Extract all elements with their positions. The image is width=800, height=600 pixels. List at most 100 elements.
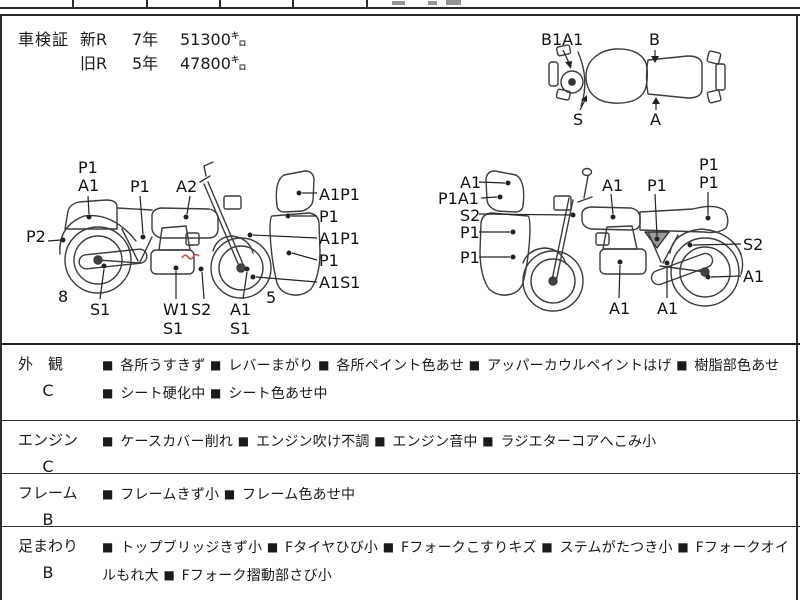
clipped-text-fragment	[428, 1, 437, 5]
bullet-icon: ■	[102, 434, 114, 448]
bullet-icon: ■	[382, 540, 395, 554]
part-code-label: P1	[460, 248, 480, 267]
inspection-cert-row-old: 旧R 5年 47800㌔	[78, 52, 247, 76]
odometer-value: 47800㌔	[180, 54, 247, 73]
part-code-label: S1	[90, 300, 111, 319]
part-code-label: 8	[58, 287, 69, 306]
inspection-cert-row-new: 新R 7年 51300㌔	[78, 28, 247, 52]
part-code-label: P1	[130, 177, 150, 196]
section-label: フレーム B	[0, 474, 100, 529]
part-code-label: S1	[230, 319, 251, 338]
topview-bike	[548, 44, 726, 107]
part-code-label: A1	[609, 299, 631, 318]
left-bike-point-dots	[60, 190, 302, 280]
part-code-label: A1	[602, 176, 624, 195]
bullet-icon: ■	[102, 540, 114, 554]
year-value: 7年	[132, 30, 159, 49]
bullet-icon: ■	[266, 540, 279, 554]
part-code-label: 5	[266, 288, 277, 307]
section-engine: エンジン C ■ ケースカバー削れ ■ エンジン吹け不調 ■ エンジン音中 ■ …	[0, 421, 800, 476]
section-item-list: ■ フレームきず小 ■ フレーム色あせ中	[102, 487, 356, 503]
top-table-divider	[72, 0, 74, 7]
part-code-label: B1A1	[541, 30, 584, 49]
section-name: 外 観	[18, 355, 64, 373]
topview-leader-lines	[562, 49, 657, 111]
part-code-label: S1	[163, 319, 184, 338]
section-exterior: 外 観 C ■ 各所うすきず ■ レバーまがり ■ 各所ペイント色あせ ■ アッ…	[0, 345, 800, 421]
top-table-divider	[292, 0, 294, 7]
era-value: 旧R	[80, 54, 108, 73]
section-name: 足まわり	[18, 537, 79, 555]
inspection-cert-label: 車検証	[18, 30, 70, 49]
section-item-list: ■ トップブリッジきず小 ■ Fタイヤひび小 ■ Fフォークこすりキズ ■ ステ…	[102, 540, 790, 584]
part-code-label: P1A1	[438, 189, 479, 208]
part-code-label: S2	[191, 300, 212, 319]
year-value: 5年	[132, 54, 159, 73]
part-code-label: A1	[743, 267, 765, 286]
part-code-label: A1	[230, 300, 252, 319]
right-bike	[479, 167, 744, 312]
section-frame: フレーム B ■ フレームきず小 ■ フレーム色あせ中	[0, 474, 800, 529]
left-bike-leader-lines	[47, 192, 318, 300]
topview-arrowheads	[565, 56, 660, 104]
bullet-icon: ■	[676, 358, 688, 372]
section-label: エンジン C	[0, 421, 100, 476]
part-code-label: A1	[460, 173, 482, 192]
part-code-label: A1	[657, 299, 679, 318]
bullet-icon: ■	[102, 386, 114, 400]
bullet-icon: ■	[237, 434, 250, 448]
clipped-text-fragment	[392, 1, 405, 5]
part-code-label: A2	[176, 177, 198, 196]
main-box-top-border	[0, 14, 800, 16]
top-table-divider	[219, 0, 221, 7]
section-item-list: ■ 各所うすきず ■ レバーまがり ■ 各所ペイント色あせ ■ アッパーカウルペ…	[102, 358, 780, 402]
section-label: 足まわり B	[0, 527, 100, 600]
bullet-icon: ■	[210, 358, 222, 372]
bullet-icon: ■	[102, 487, 114, 501]
part-code-label: W1	[163, 300, 189, 319]
left-bike	[59, 161, 321, 299]
part-code-label: P1	[647, 176, 667, 195]
section-grade: C	[42, 381, 54, 400]
inspection-cert-rows: 新R 7年 51300㌔ 旧R 5年 47800㌔	[78, 28, 247, 76]
bullet-icon: ■	[468, 358, 481, 372]
part-code-label: S2	[743, 235, 764, 254]
part-code-label: A1	[78, 176, 100, 195]
bullet-icon: ■	[102, 358, 114, 372]
part-code-label: S2	[460, 206, 481, 225]
bullet-icon: ■	[541, 540, 553, 554]
part-code-label: P1	[319, 207, 339, 226]
section-grade: C	[42, 457, 54, 476]
main-box-left-border	[0, 14, 2, 600]
bullet-icon: ■	[677, 540, 689, 554]
part-code-label: A1P1	[319, 229, 360, 248]
section-name: フレーム	[18, 484, 78, 502]
clipped-text-fragment	[446, 0, 461, 5]
part-code-label: P1	[78, 158, 98, 177]
part-code-label: A1P1	[319, 185, 360, 204]
part-code-label: P1	[699, 173, 719, 192]
part-code-label: B	[649, 30, 660, 49]
inspection-cert-block: 車検証 新R 7年 51300㌔ 旧R 5年 47800㌔	[18, 28, 247, 76]
bullet-icon: ■	[374, 434, 386, 448]
bullet-icon: ■	[318, 358, 330, 372]
section-grade: B	[42, 563, 54, 582]
part-code-label: A	[650, 110, 661, 129]
part-code-label: S	[573, 110, 584, 129]
part-code-label: P1	[319, 251, 339, 270]
part-code-label: P1	[460, 223, 480, 242]
section-label: 外 観 C	[0, 345, 100, 420]
top-table-divider	[146, 0, 148, 7]
section-undercarriage: 足まわり B ■ トップブリッジきず小 ■ Fタイヤひび小 ■ Fフォークこすり…	[0, 527, 800, 600]
bullet-icon: ■	[223, 487, 236, 501]
section-grade: B	[42, 510, 54, 529]
era-value: 新R	[80, 30, 108, 49]
main-box-right-border	[796, 14, 798, 600]
condition-sections: 外 観 C ■ 各所うすきず ■ レバーまがり ■ 各所ペイント色あせ ■ アッ…	[0, 343, 800, 600]
part-code-label: P2	[26, 227, 46, 246]
bullet-icon: ■	[210, 386, 222, 400]
part-code-label: P1	[699, 155, 719, 174]
section-name: エンジン	[18, 431, 79, 449]
right-bike-leader-lines	[478, 181, 742, 299]
